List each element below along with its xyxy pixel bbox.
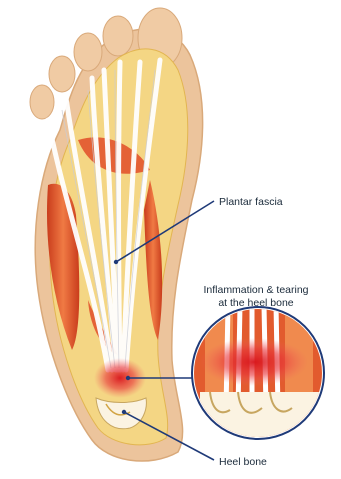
label-inflammation: Inflammation & tearing at the heel bone xyxy=(181,284,331,310)
label-inflammation-line2: at the heel bone xyxy=(181,297,331,310)
label-plantar-fascia: Plantar fascia xyxy=(219,196,283,209)
label-heel-bone: Heel bone xyxy=(219,456,267,469)
zoom-inset xyxy=(190,305,330,445)
label-inflammation-line1: Inflammation & tearing xyxy=(181,284,331,297)
